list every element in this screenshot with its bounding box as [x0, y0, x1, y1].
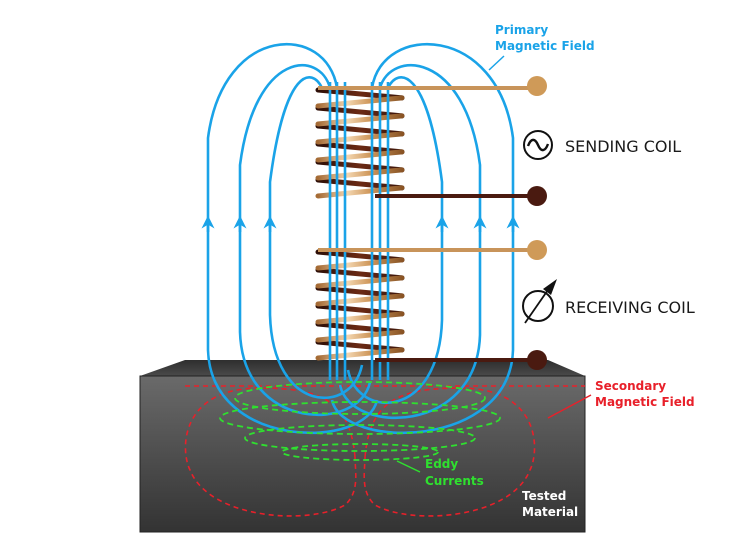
secondary-field-label-line1: Secondary	[595, 379, 666, 393]
receiving-coil-leads	[318, 240, 547, 370]
sending-coil-leads	[318, 76, 547, 206]
primary-field-loop-right	[338, 64, 482, 420]
primary-field-loop-right	[330, 42, 515, 435]
primary-field-loop-left	[268, 76, 364, 400]
secondary-field-label: Secondary Magnetic Field	[547, 379, 695, 419]
receiving-terminal-bottom[interactable]	[527, 350, 547, 370]
tested-material-block	[139, 360, 586, 533]
receiving-terminal-top[interactable]	[527, 240, 547, 260]
tested-material-label: Tested Material	[522, 489, 578, 519]
secondary-magnetic-field	[184, 385, 585, 517]
eddy-currents	[219, 381, 501, 461]
primary-magnetic-field	[201, 42, 520, 435]
eddy-current-loop	[281, 443, 439, 461]
primary-field-loop-left	[206, 42, 379, 435]
eddy-current-loop	[244, 424, 476, 452]
eddy-current-loop	[219, 401, 501, 435]
meter-icon	[522, 279, 557, 324]
eddy-currents-label-line2: Currents	[425, 474, 484, 488]
receiving-coil-label: RECEIVING COIL	[565, 298, 695, 317]
eddy-currents-label: Eddy Currents	[396, 457, 484, 488]
primary-field-label-line1: Primary	[495, 23, 548, 37]
core-field-lines	[328, 82, 390, 380]
ac-source-icon	[523, 130, 553, 160]
secondary-field-label-line2: Magnetic Field	[595, 395, 695, 409]
sending-coil-label: SENDING COIL	[565, 137, 681, 156]
eddy-current-loop	[234, 381, 486, 415]
primary-field-label: Primary Magnetic Field	[488, 23, 595, 71]
sending-terminal-bottom[interactable]	[527, 186, 547, 206]
eddy-currents-label-line1: Eddy	[425, 457, 458, 471]
primary-field-label-line2: Magnetic Field	[495, 39, 595, 53]
tested-material-label-line2: Material	[522, 505, 578, 519]
sending-terminal-top[interactable]	[527, 76, 547, 96]
primary-field-loop-right	[346, 76, 444, 405]
tested-material-label-line1: Tested	[522, 489, 566, 503]
material-front-face	[139, 375, 586, 533]
